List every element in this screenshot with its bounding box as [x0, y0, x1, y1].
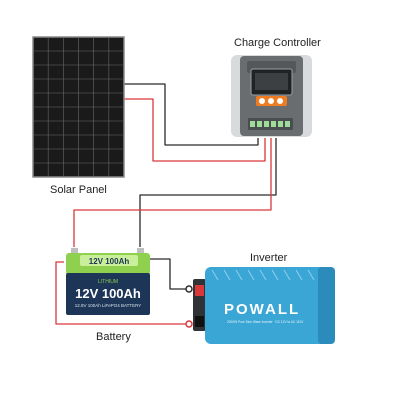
solar-panel-cell-grid — [33, 37, 124, 177]
inverter-fin — [211, 269, 219, 281]
inverter-fin — [295, 269, 303, 281]
inverter-brand-logo: POWALL — [224, 301, 300, 318]
inverter-fin — [283, 269, 291, 281]
inverter-end-cap — [318, 267, 335, 344]
controller-button-icon — [277, 98, 283, 104]
inverter-body — [205, 267, 335, 344]
battery-terminal-negative — [71, 248, 78, 254]
battery-spec-text: 12.8V 100Ah LiFePO4 BATTERY — [75, 303, 142, 308]
inverter-fin — [271, 269, 279, 281]
battery-front-label: 12V 100Ah — [75, 286, 141, 301]
controller-terminal — [257, 121, 262, 127]
controller-terminal — [264, 121, 269, 127]
inverter-fin — [259, 269, 267, 281]
inverter-label: Inverter — [250, 252, 288, 264]
battery-to-inverter-black-wire — [149, 258, 186, 290]
battery-brand-text: LITHIUM — [98, 279, 118, 285]
controller-terminal — [285, 121, 290, 127]
controller-terminal — [250, 121, 255, 127]
controller-button-icon — [268, 98, 274, 104]
inverter: POWALL 2000W Pure Sine Wave Inverter · D… — [193, 267, 335, 344]
battery-to-inverter-red-wire — [55, 261, 186, 325]
inverter-positive-terminal — [195, 285, 204, 296]
inverter-fin — [235, 269, 243, 281]
battery-case — [66, 273, 150, 315]
inverter-negative-terminal — [195, 316, 204, 327]
inverter-cooling-fins — [211, 269, 315, 281]
solar-panel-label: Solar Panel — [50, 184, 107, 196]
panel-to-controller-red-wire — [124, 98, 266, 162]
inverter-spec-text: 2000W Pure Sine Wave Inverter · DC 12V t… — [227, 320, 304, 324]
wires — [55, 83, 277, 325]
inverter-fin — [307, 269, 315, 281]
inverter-cable-terminals — [185, 285, 193, 328]
inverter-fin — [247, 269, 255, 281]
controller-to-battery-black-wire — [139, 138, 277, 247]
inverter-fin — [223, 269, 231, 281]
charge-controller — [231, 55, 312, 137]
controller-to-battery-red-wire — [73, 138, 272, 247]
battery-terminal-positive — [137, 248, 144, 254]
battery-label: Battery — [96, 331, 131, 343]
controller-terminals — [250, 121, 290, 127]
controller-terminal — [278, 121, 283, 127]
controller-button-icon — [259, 98, 265, 104]
panel-to-controller-black-wire — [124, 83, 259, 146]
battery-top-label: 12V 100Ah — [89, 257, 130, 266]
charge-controller-label: Charge Controller — [234, 37, 321, 49]
controller-terminal — [271, 121, 276, 127]
battery: 12V 100Ah LITHIUM 12V 100Ah 12.8V 100Ah … — [66, 248, 150, 315]
solar-panel — [32, 36, 125, 178]
